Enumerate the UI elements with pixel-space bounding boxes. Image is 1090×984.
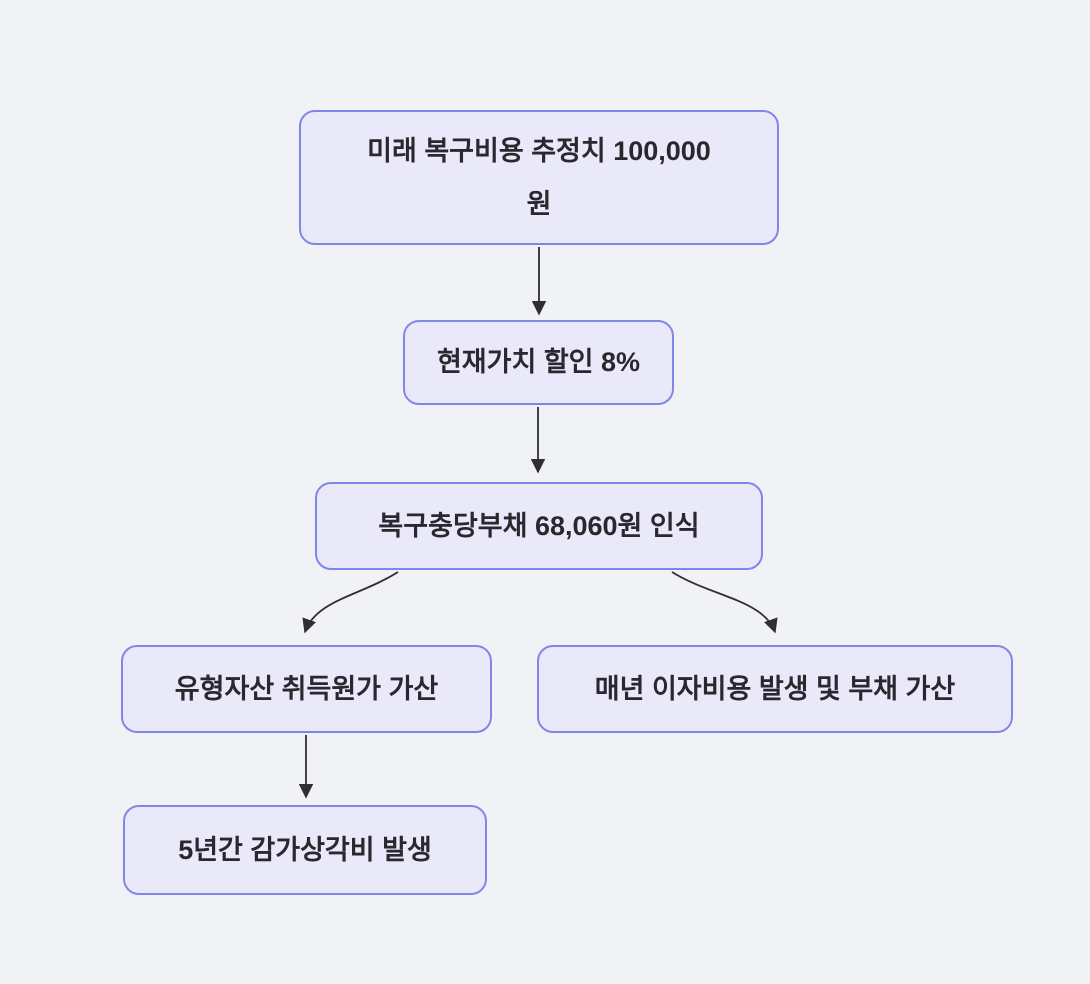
edge-liability-to-asset-cost [302,571,399,634]
edge-liability-to-interest [671,571,778,634]
node-restoration-provision-liability: 복구충당부채 68,060원 인식 [315,482,763,570]
node-depreciation-5-years: 5년간 감가상각비 발생 [123,805,487,895]
node-future-restoration-cost: 미래 복구비용 추정치 100,000 원 [299,110,779,245]
node-annual-interest-expense: 매년 이자비용 발생 및 부채 가산 [537,645,1013,733]
node-tangible-asset-acquisition-cost: 유형자산 취득원가 가산 [121,645,492,733]
node-present-value-discount: 현재가치 할인 8% [403,320,674,405]
